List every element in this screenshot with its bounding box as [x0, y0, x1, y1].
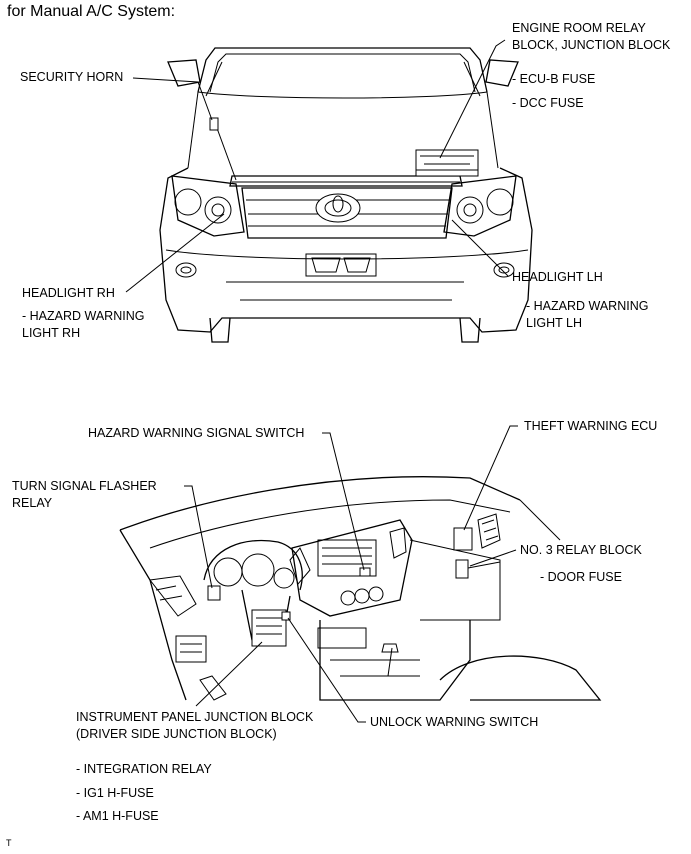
- label-am1-fuse: - AM1 H-FUSE: [76, 809, 159, 823]
- label-engine-room-relay-line1: ENGINE ROOM RELAY: [512, 21, 646, 35]
- label-ip-junction-line2: (DRIVER SIDE JUNCTION BLOCK): [76, 727, 277, 741]
- label-turn-flasher-line2: RELAY: [12, 496, 53, 510]
- leader-relay-block-3: [469, 549, 517, 567]
- label-unlock-switch: UNLOCK WARNING SWITCH: [370, 715, 539, 729]
- label-ip-junction-line1: INSTRUMENT PANEL JUNCTION BLOCK: [76, 710, 314, 724]
- leader-headlight-lh: [451, 219, 509, 277]
- label-hazard-lh-line2: LIGHT LH: [526, 316, 583, 330]
- leader-theft-ecu: [463, 425, 518, 531]
- label-ecu-b-fuse: - ECU-B FUSE: [512, 72, 596, 86]
- label-headlight-rh: HEADLIGHT RH: [22, 286, 115, 300]
- label-dcc-fuse: - DCC FUSE: [512, 96, 584, 110]
- leader-unlock-switch: [287, 617, 366, 723]
- label-hazard-rh-line1: - HAZARD WARNING: [22, 309, 145, 323]
- label-relay-block-3: NO. 3 RELAY BLOCK: [520, 543, 642, 557]
- footer-mark: T: [6, 838, 12, 848]
- label-ig1-fuse: - IG1 H-FUSE: [76, 786, 154, 800]
- label-hazard-lh-line1: - HAZARD WARNING: [526, 299, 649, 313]
- label-turn-flasher-line1: TURN SIGNAL FLASHER: [12, 479, 157, 493]
- label-engine-room-relay-line2: BLOCK, JUNCTION BLOCK: [512, 38, 671, 52]
- label-door-fuse: - DOOR FUSE: [540, 570, 622, 584]
- diagram-heading: for Manual A/C System:: [7, 3, 176, 20]
- leader-ip-junction: [195, 641, 263, 707]
- leader-engine-room-relay: [439, 39, 506, 159]
- leader-turn-flasher: [184, 485, 213, 589]
- label-hazard-rh-line2: LIGHT RH: [22, 326, 81, 340]
- label-headlight-lh: HEADLIGHT LH: [512, 270, 603, 284]
- label-theft-ecu: THEFT WARNING ECU: [524, 419, 658, 433]
- leader-hazard-switch: [322, 432, 365, 571]
- label-hazard-switch: HAZARD WARNING SIGNAL SWITCH: [88, 426, 305, 440]
- leader-headlight-rh: [125, 213, 225, 293]
- leader-security-horn: [132, 77, 213, 121]
- label-security-horn: SECURITY HORN: [20, 70, 124, 84]
- label-integration-relay: - INTEGRATION RELAY: [76, 762, 212, 776]
